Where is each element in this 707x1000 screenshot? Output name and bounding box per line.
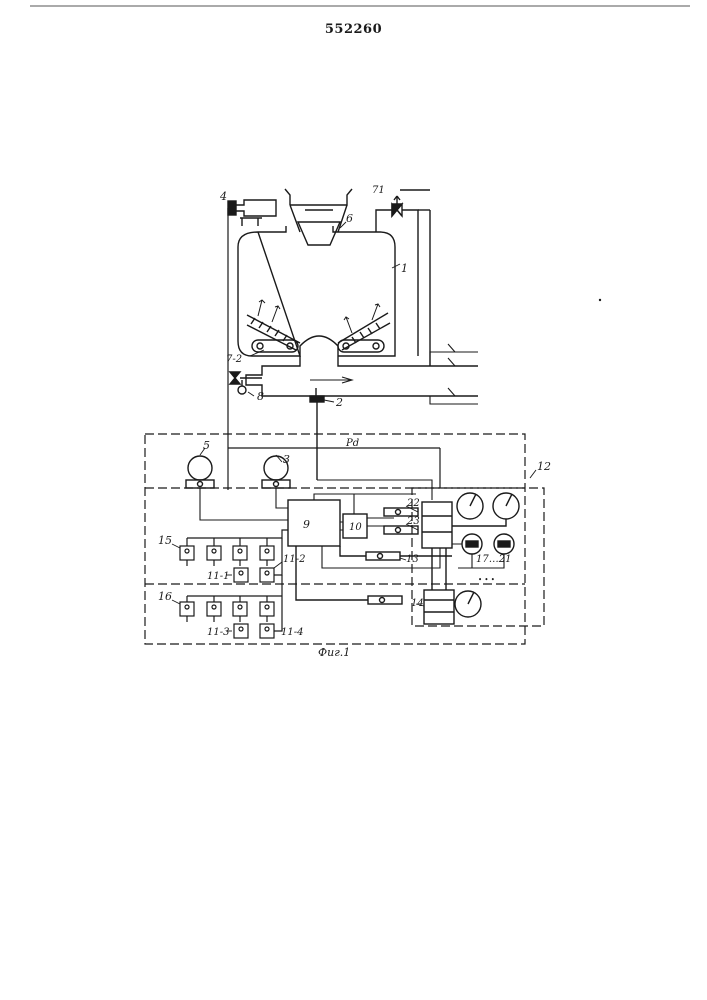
conveyor-right bbox=[338, 340, 384, 352]
label-13: 13 bbox=[406, 554, 419, 565]
label-7-2: 7-2 bbox=[226, 354, 242, 365]
leader-lines bbox=[172, 222, 536, 631]
label-4: 4 bbox=[219, 190, 227, 203]
label-10: 10 bbox=[349, 522, 362, 533]
label-15: 15 bbox=[158, 534, 172, 547]
label-6: 6 bbox=[346, 212, 353, 225]
label-3: 3 bbox=[283, 453, 290, 466]
label-11-4: 11-4 bbox=[281, 627, 303, 638]
labels: 4 6 71 1 7-2 8 2 Pd 5 3 9 10 12 15 16 11… bbox=[158, 185, 551, 659]
label-11-3: 11-3 bbox=[207, 627, 229, 638]
dial-5 bbox=[454, 591, 481, 617]
dial-1 bbox=[457, 493, 483, 519]
dial-4 bbox=[494, 534, 514, 554]
sensor-2 bbox=[310, 396, 324, 480]
label-11-1: 11-1 bbox=[207, 571, 229, 582]
label-1: 1 bbox=[401, 262, 408, 275]
dial-3 bbox=[462, 534, 482, 554]
label-14: 14 bbox=[411, 598, 424, 609]
label-11-2: 11-2 bbox=[283, 554, 305, 565]
distributor-left bbox=[247, 300, 300, 350]
tank-vessel bbox=[238, 189, 395, 356]
label-9: 9 bbox=[303, 518, 310, 531]
group-15 bbox=[180, 530, 288, 582]
figure-caption: Фиг.1 bbox=[318, 646, 350, 659]
valve-71 bbox=[376, 190, 430, 366]
block-14 bbox=[424, 548, 454, 624]
outlet-duct bbox=[246, 344, 478, 404]
label-22: 22 bbox=[406, 498, 420, 509]
block-13 bbox=[422, 502, 452, 548]
label-16: 16 bbox=[158, 590, 172, 603]
label-17-21: 17…21 bbox=[476, 554, 511, 565]
label-2: 2 bbox=[335, 396, 343, 409]
dome bbox=[300, 336, 338, 356]
label-pd: Pd bbox=[345, 438, 359, 449]
block-9 bbox=[288, 500, 340, 546]
label-71: 71 bbox=[372, 185, 385, 196]
label-5: 5 bbox=[203, 439, 210, 452]
label-dots: • • • bbox=[478, 576, 495, 584]
sensor-4 bbox=[228, 200, 276, 226]
label-8: 8 bbox=[257, 390, 264, 403]
indicator-row-b bbox=[296, 546, 402, 604]
dial-2 bbox=[452, 493, 519, 526]
label-12: 12 bbox=[537, 460, 551, 473]
feeder-cone bbox=[298, 222, 340, 245]
dashed-frames bbox=[145, 434, 544, 644]
label-23: 23 bbox=[406, 516, 420, 527]
gauge-5 bbox=[186, 456, 214, 488]
stray-dot bbox=[599, 299, 601, 301]
conveyor-left bbox=[252, 340, 298, 352]
